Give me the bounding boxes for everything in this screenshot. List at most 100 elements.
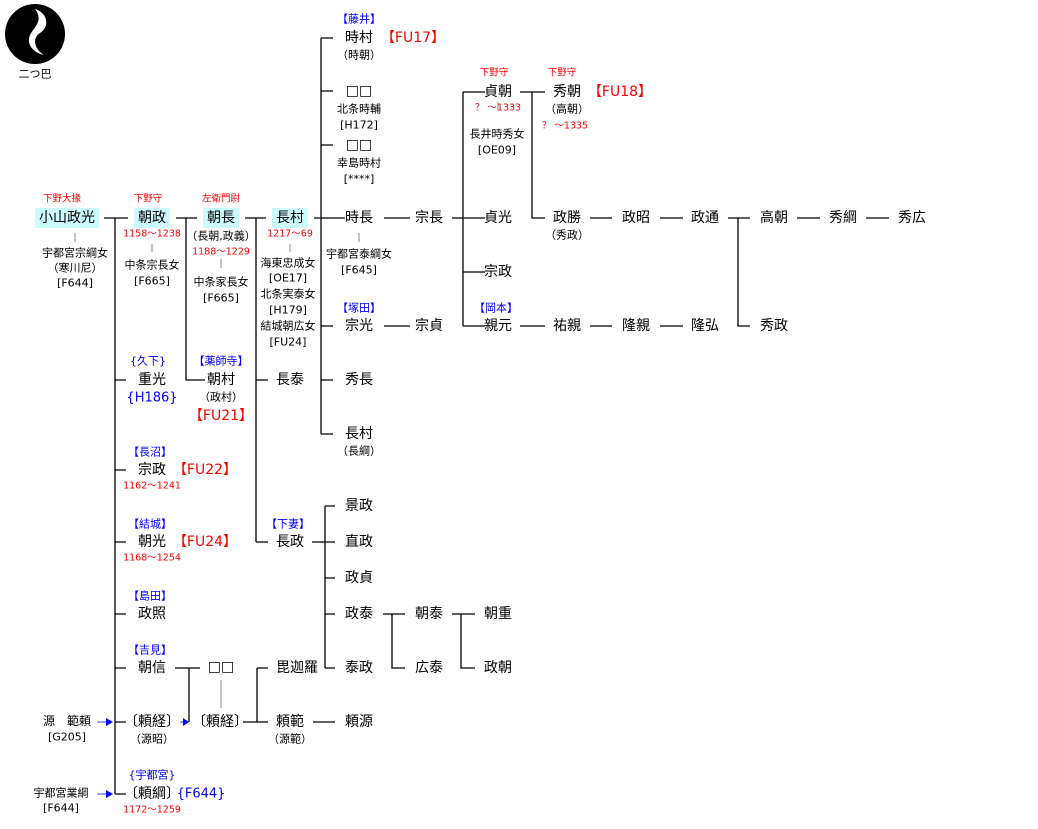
dates: ？ 〜1335 [541, 120, 589, 132]
person-tomoyasu: 朝泰 [415, 606, 443, 622]
spouse-ref: [H172] [340, 118, 378, 132]
spouse-ref: [OE09] [477, 143, 517, 157]
person-masatomo: 政朝 [484, 660, 512, 676]
spouse: 北条実泰女 [260, 287, 316, 301]
adoption-arrows [97, 718, 189, 798]
ref: 【FU21】 [188, 408, 254, 424]
clan: {久下} [130, 354, 166, 368]
spouse: 北条時輔 [337, 102, 381, 116]
alias: （高朝） [545, 102, 589, 116]
spouse: 海東忠成女 [260, 256, 316, 270]
spouse: 結城朝広女 [260, 319, 316, 333]
person-naritsuna: 宇都宮業綱 [33, 786, 89, 800]
person-munesada: 宗貞 [415, 318, 443, 334]
person: 政泰 [345, 606, 373, 622]
person-yoritsuna: 〔頼綱〕 [124, 786, 180, 802]
alias: （源昭） [130, 732, 174, 746]
title: 下野守 [479, 67, 509, 79]
connector-lines [104, 37, 889, 795]
spouse-alias: （寒川尼） [47, 261, 103, 275]
person-masamitsu: 小山政光 [35, 208, 99, 228]
person-tomoshige: 朝重 [484, 606, 512, 622]
spouse-ref: [F665] [203, 291, 239, 305]
person: 秀広 [898, 210, 926, 226]
person-yoritsune-2: 〔頼経〕 [192, 714, 248, 730]
person-unknown: □□ [345, 137, 373, 153]
dates: 1158〜1238 [123, 228, 181, 240]
person: 泰政 [345, 660, 373, 676]
ref: 【FU18】 [587, 84, 653, 100]
person-nagamura: 長村 [272, 208, 308, 228]
person: 景政 [345, 498, 373, 514]
person: 隆弘 [691, 318, 719, 334]
person: 祐親 [553, 318, 581, 334]
person-yorimoto: 頼源 [345, 714, 373, 730]
spouse-ref: [H179] [269, 303, 307, 317]
clan: 【塚田】 [337, 301, 381, 315]
alias: （長綱） [337, 444, 381, 458]
spouse-ref: [F644] [57, 276, 93, 290]
person-hidenaga: 秀長 [345, 372, 373, 388]
person-chikamoto: 親元 [484, 318, 512, 334]
person: 高朝 [760, 210, 788, 226]
dates: 1168〜1254 [123, 552, 181, 564]
dates: 1217〜69 [267, 228, 313, 240]
person-masakatsu: 政勝 [553, 210, 581, 226]
futatsu-tomoe-crest-icon [5, 4, 65, 64]
person: 政貞 [345, 570, 373, 586]
person-bikara: 毘迦羅 [276, 660, 318, 676]
title: 左衛門尉 [201, 193, 241, 205]
person-munemasa-2: 宗政 [484, 264, 512, 280]
ref: {F644} [176, 786, 226, 802]
person-tomomasa: 朝政 [134, 208, 170, 228]
person-nagayasu: 長泰 [276, 372, 304, 388]
person-hidetomo: 秀朝 [553, 84, 581, 100]
person-shigemitsu: 重光 [138, 372, 166, 388]
title: 下野大掾 [42, 193, 82, 205]
spouse-ticks [74, 102, 499, 708]
dates: 1162〜1241 [123, 480, 181, 492]
dates: 1188〜1229 [192, 246, 250, 258]
dates: ？ 〜1333 [474, 102, 522, 114]
person-nagamura-2: 長村 [345, 426, 373, 442]
person-noriyori: 源 範頼 [42, 714, 92, 728]
spouse-ref: [****] [343, 172, 375, 186]
ref: [G205] [47, 730, 87, 744]
person-tomonaga: 朝長 [203, 208, 239, 228]
ref: 【FU22】 [172, 462, 238, 478]
person-sadamitsu: 貞光 [484, 210, 512, 226]
person-masateru: 政照 [138, 606, 166, 622]
spouse: 宇都宮泰綱女 [326, 247, 392, 261]
alias: （長朝,政義） [186, 229, 256, 243]
title: 下野守 [133, 193, 163, 205]
spouse-ref: [F645] [341, 263, 377, 277]
clan: 【吉見】 [128, 643, 172, 657]
person-hiroyasu: 広泰 [415, 660, 443, 676]
person-sadatomo: 貞朝 [484, 84, 512, 100]
person-tokimura: 時村 [345, 30, 373, 46]
spouse: 幸島時村 [337, 156, 381, 170]
alias: （秀政） [545, 228, 589, 242]
person-munenaga: 宗長 [415, 210, 443, 226]
ref: {H186} [126, 390, 178, 406]
person-munemitsu: 宗光 [345, 318, 373, 334]
spouse: 中条家長女 [193, 275, 249, 289]
person-munemasa: 宗政 [138, 462, 166, 478]
person-hidemasa: 秀政 [760, 318, 788, 334]
person: 秀綱 [829, 210, 857, 226]
person: 直政 [345, 534, 373, 550]
spouse: 中条宗長女 [124, 258, 180, 272]
person: 政昭 [622, 210, 650, 226]
alias: （政村） [199, 390, 243, 404]
person-nagamasa: 長政 [276, 534, 304, 550]
spouse-ref: [OE17] [268, 271, 308, 285]
spouse-ref: [F665] [134, 274, 170, 288]
clan: 【薬師寺】 [193, 354, 249, 368]
ref: 【FU24】 [172, 534, 238, 550]
person: 隆親 [622, 318, 650, 334]
person-tomomura: 朝村 [207, 372, 235, 388]
person-tokinaga: 時長 [345, 210, 373, 226]
spouse-ref: [FU24] [269, 335, 307, 349]
